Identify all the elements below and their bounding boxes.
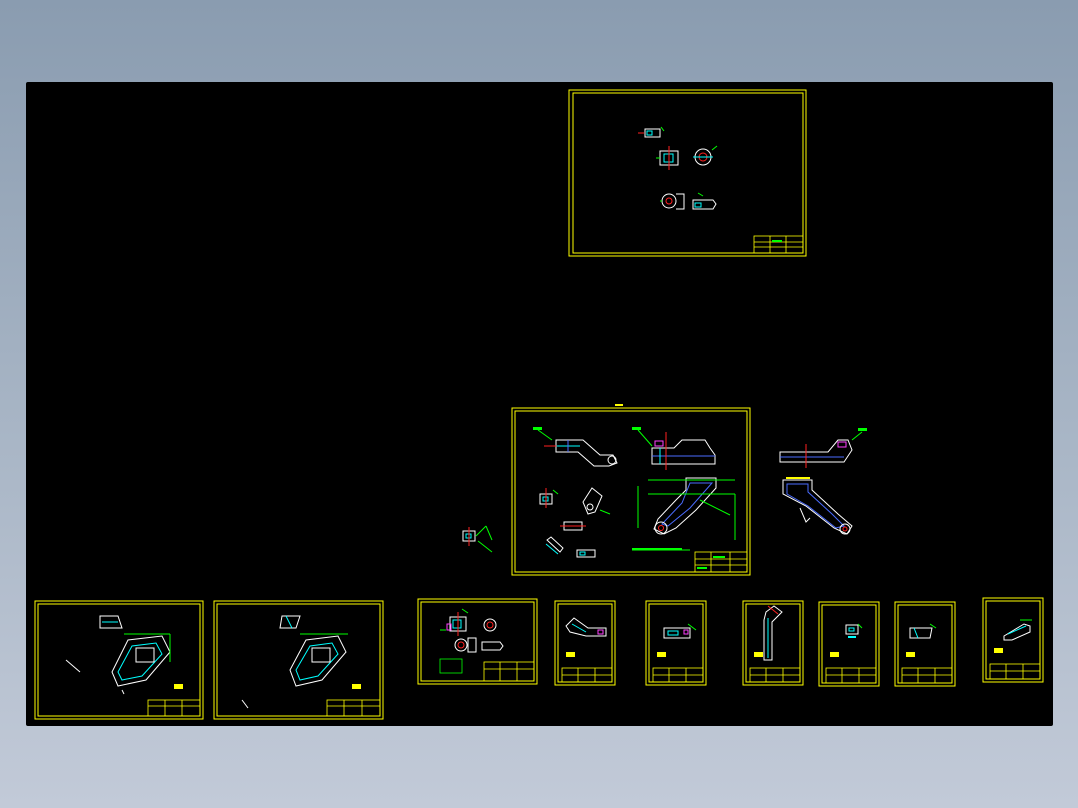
view-detail-pin xyxy=(560,521,586,531)
sheet-bottom-7[interactable] xyxy=(818,601,880,687)
sheet-bottom-3[interactable] xyxy=(417,598,538,685)
part-view-wedge xyxy=(692,192,717,210)
part-view-ring xyxy=(693,145,718,166)
sheet-bottom-8[interactable] xyxy=(894,601,956,687)
sheet-bottom-9[interactable] xyxy=(982,597,1044,683)
standalone-small-view[interactable] xyxy=(462,525,493,553)
part-view-boss xyxy=(660,193,685,210)
title-block xyxy=(694,551,748,573)
sheet-bottom-5[interactable] xyxy=(645,600,707,686)
drawing-canvas[interactable] xyxy=(26,82,1053,726)
title-block xyxy=(439,658,535,682)
view-arm-side-left xyxy=(533,427,618,467)
view-detail-bent xyxy=(545,536,596,558)
view-arm-plan xyxy=(632,477,736,551)
sheet-bottom-4[interactable] xyxy=(554,600,616,686)
sheet-top-overview[interactable] xyxy=(568,89,807,257)
view-detail-block xyxy=(539,488,559,508)
sheet-bottom-1[interactable] xyxy=(34,600,204,720)
view-detail-lug xyxy=(582,487,611,515)
sheet-main-assembly[interactable] xyxy=(511,404,751,576)
part-view-block-front xyxy=(656,146,679,170)
title-block xyxy=(753,235,804,254)
sheet-bottom-6[interactable] xyxy=(742,600,804,686)
view-arm-side-right xyxy=(632,427,716,470)
sheet-bottom-2[interactable] xyxy=(213,600,384,720)
part-view-small-bracket xyxy=(638,126,665,138)
standalone-arm-views[interactable] xyxy=(779,428,867,535)
